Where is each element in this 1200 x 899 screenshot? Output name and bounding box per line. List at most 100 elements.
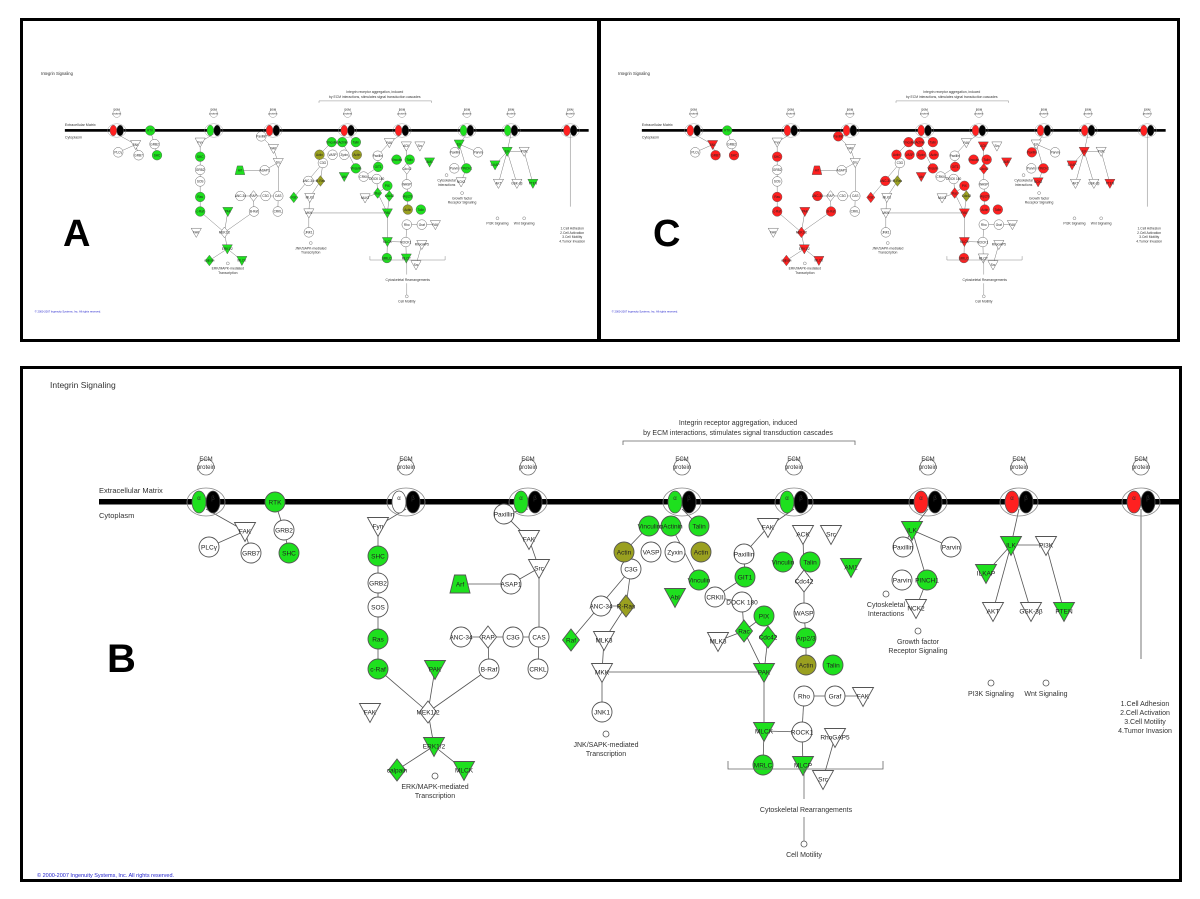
node-ilk2: ILK (501, 147, 513, 157)
node-paxillin1: Paxillin (493, 503, 515, 525)
node-label: ANC-34 (880, 179, 891, 183)
integrin-alpha-icon (513, 490, 529, 514)
header-note-line: Integrin receptor aggregation, induced (679, 420, 797, 427)
integrin-beta-icon (1087, 124, 1096, 137)
ecm-protein-label: ECM (567, 108, 574, 112)
node-rho: Rho (978, 219, 989, 230)
node-akt: AKT (1069, 179, 1081, 189)
panel-a-label: A (63, 213, 91, 255)
node-grb2a: GRB2 (273, 519, 295, 541)
node-craf: c-Raf (367, 658, 389, 680)
node-braf: B-Raf (478, 658, 500, 680)
node-label: ACK (980, 144, 987, 148)
node-mrlc: MRLC (381, 252, 392, 264)
node-anc34b: ANC-34 (880, 175, 891, 187)
node-fak3: FAK (517, 530, 541, 551)
node-label: ERK1/2 (423, 744, 446, 751)
node-ack: ACK (791, 525, 815, 546)
label-text: 4.Tumor Invasion (1118, 728, 1172, 735)
node-label: Cdc42 (402, 167, 411, 171)
label-text: ERK/MAPK-mediated (401, 784, 468, 791)
ecm-protein-label: protein (519, 465, 537, 471)
node-label: Fyn (775, 140, 780, 144)
node-grb2b: GRB2 (772, 164, 783, 175)
label-text: 2.Cell Activation (560, 231, 584, 235)
node-label: B-Raf (250, 210, 258, 214)
ecm-protein-icon (519, 458, 537, 476)
node-ilk2: ILK (1078, 147, 1090, 157)
node-label: CRKII (359, 175, 368, 179)
node-paxillin2: Paxillin (949, 150, 960, 161)
integrin-beta-icon (793, 490, 809, 514)
node-label: Actin (981, 208, 988, 212)
node-pi3k: PI3K (518, 147, 530, 157)
pathway-edge (1010, 544, 1032, 612)
node-fak5: FAK (851, 687, 875, 708)
node-rras: R-Ras (316, 175, 325, 187)
node-cdc42b: Cdc42 (979, 163, 989, 175)
ecm-protein-label: ECM (1134, 457, 1147, 463)
integrin-alpha-icon (917, 124, 925, 137)
node-label: PINCH1 (461, 167, 473, 171)
node-label: MKK (595, 670, 610, 677)
node-wasp: WASP (793, 602, 815, 624)
label-text: Receptor Signaling (448, 201, 477, 205)
pathway-edge (427, 668, 490, 713)
node-label: PIX (962, 184, 968, 188)
node-label: Talin (803, 560, 817, 567)
node-ilk1: ILK (1030, 139, 1042, 150)
node-calpain: calpain (387, 758, 408, 782)
integrin-subunit-label: α (785, 496, 789, 502)
node-label: Raf (868, 196, 873, 200)
node-label: Graf (419, 223, 425, 227)
node-label: MKK (305, 211, 313, 215)
ecm-protein-label: protein (268, 112, 277, 116)
label-cyto_re: Cytoskeletal Rearrangements (963, 278, 1008, 282)
node-label: Src (414, 263, 419, 267)
node-dock180: DOCK 180 (726, 591, 758, 613)
node-fyn: Fyn (194, 137, 206, 148)
node-pak1: PAK (423, 660, 447, 681)
node-graf: Graf (416, 219, 427, 230)
node-wasp: WASP (978, 179, 989, 190)
node-label: RAP (250, 194, 256, 198)
node-shc1: SHC (728, 150, 740, 161)
node-paxillin3: Paxillin (449, 147, 460, 158)
panel-c-diagram: Integrin Signaling© 2000-2007 Ingenuity … (612, 71, 1166, 313)
node-git1: GIT1 (373, 161, 384, 172)
node-label: FAK (857, 694, 870, 701)
node-src3: Src (811, 770, 835, 791)
node-label: Talin (418, 208, 425, 212)
node-cas: CAS (528, 626, 550, 648)
label-text: 1.Cell Adhesion (1121, 701, 1170, 708)
integrin-alpha-icon (206, 124, 214, 137)
node-src2: Src (819, 525, 843, 546)
node-label: Arf (815, 168, 819, 172)
node-label: calpain (781, 259, 791, 263)
node-zyxin: Zyxin (664, 541, 686, 563)
node-graf: Graf (993, 219, 1004, 230)
node-mlk3b: MLK3 (359, 193, 371, 204)
node-label: Parvin (474, 151, 483, 155)
node-label: PAK (758, 670, 771, 677)
node-label: Src (991, 263, 996, 267)
node-calpain: calpain (204, 254, 215, 267)
node-actin1: Actin (891, 149, 902, 160)
node-paxillin2: Paxillin (733, 543, 755, 565)
node-ras: Ras (195, 191, 206, 203)
label-text: Wnt Signaling (514, 222, 535, 226)
node-label: Parvin (1051, 151, 1060, 155)
node-label: Rho (798, 694, 810, 701)
integrin-subunit-label: α (1010, 496, 1014, 502)
node-ilk2: ILK (999, 536, 1023, 557)
node-label: CAS (275, 194, 281, 198)
node-jnk1: JNK1 (591, 701, 613, 723)
node-label: MLCP (402, 256, 411, 260)
node-label: Talin (983, 158, 990, 162)
node-paxillin3: Paxillin (892, 536, 914, 558)
